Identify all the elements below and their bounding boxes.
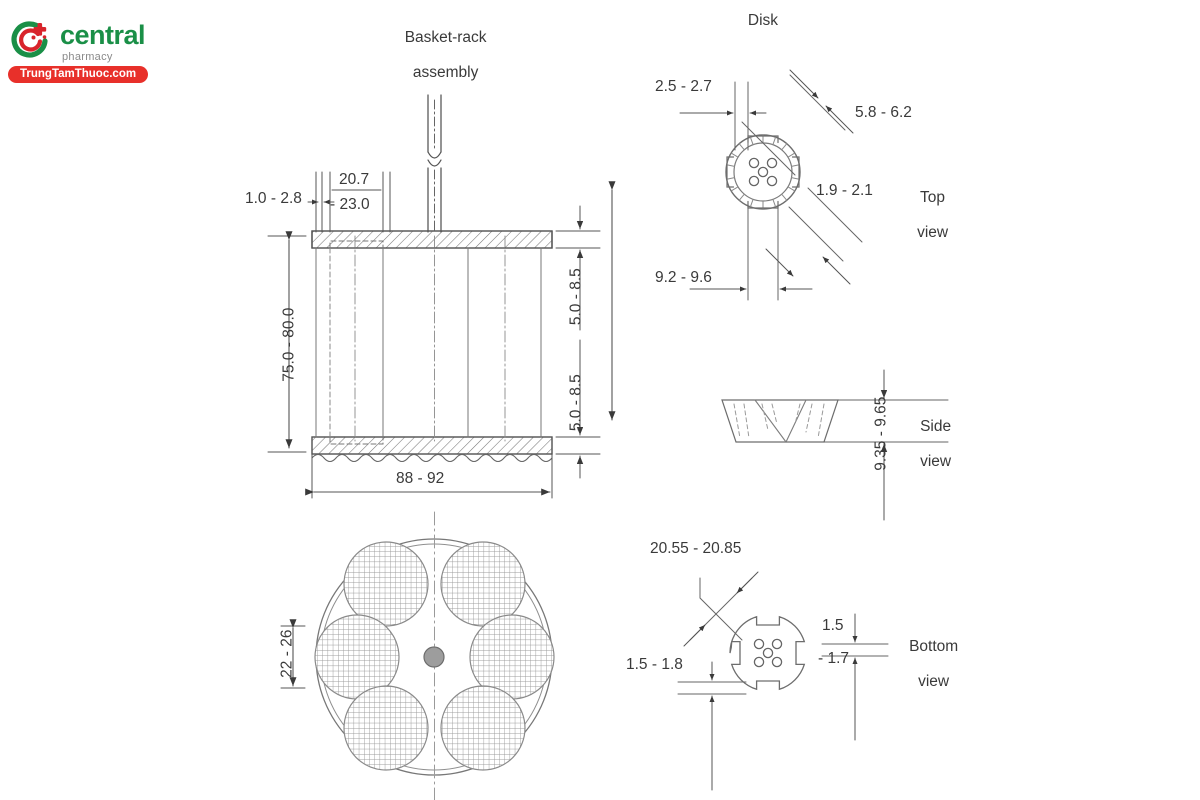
dim-text-overall-height: 75.0 - 80.0: [280, 307, 298, 382]
label-side-view: Side view: [896, 401, 958, 488]
dim-text-top-left-gap: 2.5 - 2.7: [655, 78, 712, 95]
dim-bottom-slot: [821, 613, 889, 741]
heading-disk: Disk: [747, 12, 779, 29]
label-top-view: Top view: [893, 172, 955, 259]
dim-text-plate-diameter: 88 - 92: [396, 470, 445, 487]
label-side-view-line2: view: [920, 453, 952, 471]
dim-tube-spacing: [280, 619, 306, 689]
dim-text-bottom-slot-line1: 1.5: [822, 617, 844, 634]
dim-plate-diameter: [305, 453, 553, 499]
dim-text-plate-gap-lower: 5.0 - 8.5: [567, 374, 585, 432]
dim-plate-gaps: [555, 181, 616, 479]
basket-rack-elevation: [267, 94, 616, 499]
label-bottom-view: Bottom view: [882, 621, 968, 708]
basket-rack-plan: [280, 511, 555, 800]
break-line: [311, 453, 553, 463]
brand-name: central: [60, 20, 146, 50]
glass-tubes-elevation: [315, 235, 542, 442]
upper-plate: [311, 230, 553, 249]
dim-text-bottom-slot-line2: - 1.7: [818, 650, 850, 667]
dim-top-slot-width: [741, 69, 854, 176]
disk-side-view: [721, 369, 949, 521]
heading-basket-rack-line2: assembly: [412, 64, 479, 82]
dim-text-top-bore: 9.2 - 9.6: [655, 269, 712, 286]
label-top-view-line2: view: [917, 224, 949, 242]
lower-plate: [311, 436, 553, 455]
label-bottom-view-line1: Bottom: [909, 638, 959, 656]
dim-text-bottom-notch-depth: 1.5 - 1.8: [626, 656, 683, 673]
label-top-view-line1: Top: [919, 189, 945, 207]
brand-tagline: pharmacy: [62, 51, 113, 63]
website-badge: TrungTamThuoc.com: [8, 66, 149, 83]
dim-text-tube-wall: 1.0 - 2.8: [245, 190, 302, 207]
disk-bottom-view: [677, 571, 889, 791]
dim-tube-wall: [307, 171, 335, 233]
dim-text-tube-diameter-line2: - 23.0: [330, 196, 370, 213]
plan-centre-hub: [423, 646, 445, 668]
dim-text-top-notch-width: 1.9 - 2.1: [816, 182, 873, 199]
dim-text-plate-gap-upper: 5.0 - 8.5: [567, 268, 585, 326]
central-pharmacy-logo-icon: [8, 18, 54, 64]
dim-text-side-height: 9.35 - 9.65: [872, 396, 890, 471]
dim-text-bottom-diameter: 20.55 - 20.85: [650, 540, 742, 557]
dim-text-tube-spacing: 22 - 26: [278, 629, 296, 678]
label-side-view-line1: Side: [920, 418, 952, 436]
heading-basket-rack-line1: Basket-rack: [404, 29, 487, 47]
dim-text-top-slot-width: 5.8 - 6.2: [855, 104, 912, 121]
disk-top-view: [679, 69, 863, 301]
centre-shaft: [427, 94, 442, 233]
dim-top-notch-width: [765, 187, 863, 285]
dim-tube-diameter: [329, 171, 391, 233]
dim-bottom-notch-depth: [677, 661, 747, 791]
mesh-tube-openings: [314, 541, 555, 771]
heading-basket-rack: Basket-rack assembly: [372, 12, 502, 99]
label-bottom-view-line2: view: [918, 673, 950, 691]
dim-text-tube-diameter-line1: 20.7: [339, 171, 370, 188]
central-pharmacy-watermark: central pharmacy TrungTamThuoc.com: [8, 18, 158, 83]
dim-bottom-diameter: [683, 571, 759, 647]
